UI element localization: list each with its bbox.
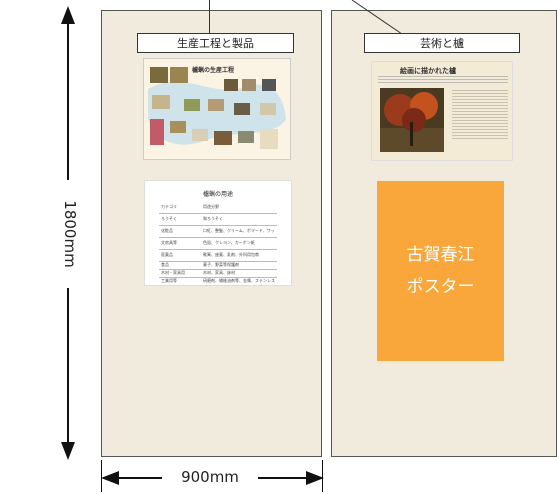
table-row: 木材・家具用 木材、家具、床材 — [159, 269, 277, 278]
right-panel-label: 芸術と櫨 — [364, 33, 520, 53]
table-cell-category: 工業用等 — [161, 278, 177, 283]
table-header-use: 用途分野 — [203, 204, 219, 209]
table-cell-category: 医薬品 — [161, 252, 173, 257]
table-cell-category: 化粧品 — [161, 228, 173, 233]
art-panel-text-lines — [378, 76, 508, 84]
production-poster-title: 櫨蝋の生産工程 — [192, 67, 235, 74]
width-label-bg — [162, 468, 258, 488]
height-arrow-bottom — [61, 442, 75, 460]
table-cell-category: ろうそく — [161, 216, 177, 221]
painting-image — [380, 88, 444, 152]
table-row: ろうそく 和ろうそく — [159, 213, 277, 226]
table-cell-category: 木材・家具用 — [161, 270, 185, 275]
width-arrow-right — [306, 471, 324, 485]
width-label: 900mm — [181, 468, 239, 486]
table-cell-use: 研磨剤、繊維油剤等、金属、ステンレス研磨剤、グリース、潤滑剤、塗料 — [203, 278, 275, 283]
art-painting-panel: 絵画に描かれた櫨 — [371, 61, 513, 161]
art-panel-title: 絵画に描かれた櫨 — [400, 67, 456, 75]
koga-harue-poster: 古賀春江 ポスター — [377, 181, 504, 361]
right-leader-line — [351, 0, 403, 35]
table-row: 食品 菓子、野菜等保護剤 — [159, 261, 277, 270]
width-tick-right — [322, 460, 323, 492]
table-cell-use: 口紅、整髪、クリーム、ポマード、ワックス — [203, 228, 275, 233]
table-header-category: カテゴリ — [161, 204, 177, 209]
poster-line-2: ポスター — [406, 277, 475, 297]
width-tick-left — [101, 460, 102, 492]
table-row: 医薬品 軟膏、座薬、乳剤、外科用包帯 — [159, 249, 277, 262]
table-cell-category: 食品 — [161, 262, 169, 267]
table-header-row: カテゴリ 用途分野 — [159, 201, 277, 214]
production-process-poster: 櫨蝋の生産工程 — [143, 58, 291, 160]
height-label-bg — [60, 180, 76, 288]
wax-uses-table-title: 櫨蝋の用途 — [202, 191, 233, 198]
table-cell-use: 色鉛、クレヨン、カーボン紙 — [203, 240, 255, 245]
width-arrow-left — [101, 471, 119, 485]
height-arrow-top — [61, 6, 75, 24]
table-row: 工業用等 研磨剤、繊維油剤等、金属、ステンレス研磨剤、グリース、潤滑剤、塗料 — [159, 277, 277, 285]
left-panel-label: 生産工程と製品 — [137, 33, 294, 53]
wax-uses-table: 櫨蝋の用途 カテゴリ 用途分野 ろうそく 和ろうそく 化粧品 口紅、整髪、クリー… — [144, 180, 292, 286]
poster-line-1: 古賀春江 — [406, 245, 475, 265]
table-cell-use: 菓子、野菜等保護剤 — [203, 262, 239, 267]
table-row: 化粧品 口紅、整髪、クリーム、ポマード、ワックス — [159, 225, 277, 238]
height-label: 1800mm — [61, 200, 79, 268]
table-cell-category: 文房具等 — [161, 240, 177, 245]
left-leader-line — [209, 0, 210, 33]
art-panel-body-text — [452, 90, 508, 140]
process-flow-illustration — [148, 67, 286, 149]
table-row: 文房具等 色鉛、クレヨン、カーボン紙 — [159, 237, 277, 250]
table-cell-use: 木材、家具、床材 — [203, 270, 235, 275]
table-cell-use: 和ろうそく — [203, 216, 223, 221]
table-cell-use: 軟膏、座薬、乳剤、外科用包帯 — [203, 252, 259, 257]
